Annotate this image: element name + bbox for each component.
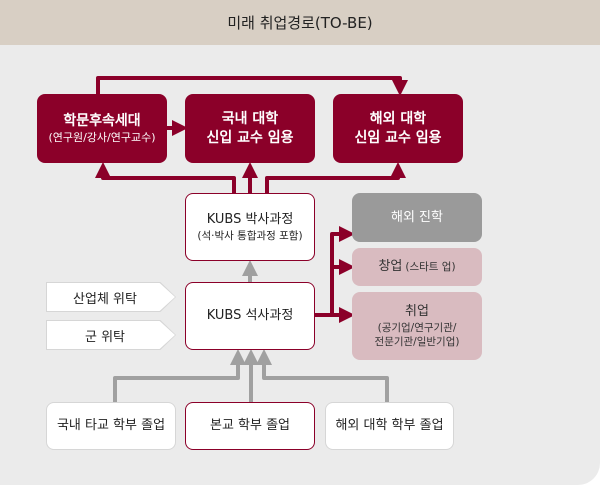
box-label: 학문후속세대 [63,112,141,129]
overseas-professor-box: 해외 대학 신임 교수 임용 [333,94,463,163]
box-label: 창업 [378,259,403,275]
arrow-phd-to-overseas [265,162,406,193]
box-label: 취업 [405,304,429,320]
industry-commission-tag: 산업체 위탁 [46,282,176,312]
home-grad-box: 본교 학부 졸업 [185,402,315,450]
overseas-grad-box: 해외 대학 학부 졸업 [325,402,454,450]
tag-label: 산업체 위탁 [47,283,175,311]
arrow-academic-to-overseas [96,76,408,96]
academic-successor-box: 학문후속세대 (연구원/강사/연구교수) [37,94,167,163]
diagram-title: 미래 취업경로(TO-BE) [0,0,600,45]
box-sublabel: (공기업/연구기관/ [377,321,457,334]
startup-box: 창업 (스타트 업) [352,248,482,286]
arrow-other-to-masters [113,349,246,402]
abroad-study-box: 해외 진학 [352,193,482,242]
box-label: 본교 학부 졸업 [209,418,291,434]
box-sublabel: (석·박사 통합과정 포함) [197,229,303,242]
box-label: 신임 교수 임용 [354,129,442,146]
box-label: 해외 대학 [369,110,427,127]
box-sublabel: (스타트 업) [405,260,456,273]
box-label: 해외 대학 학부 졸업 [335,418,444,434]
tag-label: 군 위탁 [47,321,175,349]
box-label: 해외 진학 [391,209,443,225]
box-sublabel: (연구원/강사/연구교수) [48,130,156,144]
employment-box: 취업 (공기업/연구기관/ 전문기관/일반기업) [352,292,482,360]
box-label: KUBS 박사과정 [206,212,294,228]
other-domestic-grad-box: 국내 타교 학부 졸업 [46,402,176,450]
arrow-phd-to-academic [95,162,236,193]
domestic-professor-box: 국내 대학 신입 교수 임용 [185,94,315,163]
phd-program-box: KUBS 박사과정 (석·박사 통합과정 포함) [185,193,315,261]
military-commission-tag: 군 위탁 [46,320,176,350]
box-sublabel: 전문기관/일반기업) [374,335,460,348]
box-label: 국내 대학 [221,110,279,127]
box-label: KUBS 석사과정 [206,308,294,324]
box-label: 신입 교수 임용 [206,129,294,146]
masters-program-box: KUBS 석사과정 [185,282,315,350]
box-label: 국내 타교 학부 졸업 [56,418,166,434]
arrow-overseas-to-masters [256,349,389,402]
